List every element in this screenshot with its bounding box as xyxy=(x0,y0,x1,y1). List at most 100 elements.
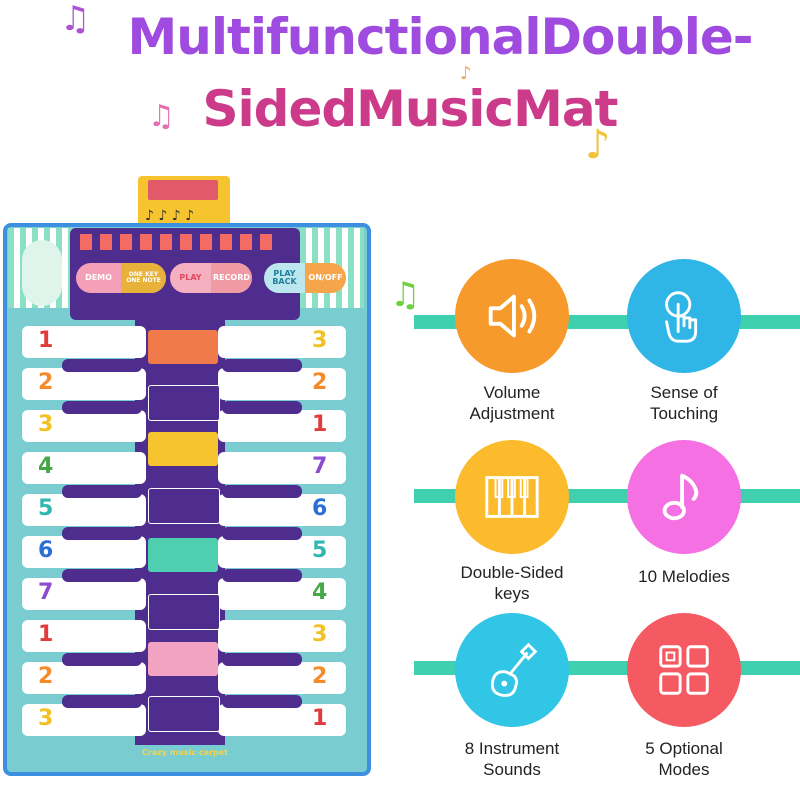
key-left[interactable] xyxy=(22,326,146,358)
key-right[interactable] xyxy=(218,704,346,736)
playback-onoff-button[interactable]: PLAY BACK ON/OFF xyxy=(264,263,346,293)
key-right[interactable] xyxy=(218,410,346,442)
key-left[interactable] xyxy=(22,452,146,484)
music-note-icon: ♫ xyxy=(148,99,175,134)
modes-label-line2: Modes xyxy=(658,760,710,779)
play-record-button[interactable]: PLAY RECORD xyxy=(170,263,252,293)
instrument-label-line2: Sounds xyxy=(483,760,541,779)
key-number: 4 xyxy=(38,454,54,479)
keys-label-line2: keys xyxy=(494,584,530,603)
speaker-panel xyxy=(22,240,62,306)
controller-screen xyxy=(148,180,218,200)
record-label: RECORD xyxy=(211,263,252,293)
key-right[interactable] xyxy=(218,452,346,484)
key-number: 3 xyxy=(312,622,328,647)
accordion-icon xyxy=(148,594,220,630)
key-left[interactable] xyxy=(22,368,146,400)
touch-hand-icon xyxy=(665,291,698,343)
key-right[interactable] xyxy=(218,494,346,526)
key-right[interactable] xyxy=(218,620,346,652)
keys-label: Double-Sided keys xyxy=(437,562,587,604)
volume-label-line1: Volume xyxy=(483,383,541,402)
play-label: PLAY xyxy=(179,273,202,282)
key-number: 2 xyxy=(38,370,54,395)
key-left[interactable] xyxy=(22,410,146,442)
key-right[interactable] xyxy=(218,326,346,358)
key-right[interactable] xyxy=(218,368,346,400)
keys-label-line1: Double-Sided xyxy=(460,563,564,582)
key-number: 7 xyxy=(38,580,54,605)
key-left[interactable] xyxy=(22,704,146,736)
flute-icon xyxy=(148,330,218,364)
on-off-label: ON/OFF xyxy=(305,263,346,293)
demo-button[interactable]: DEMO ONE KEY ONE NOTE xyxy=(76,263,166,293)
key-number: 6 xyxy=(312,496,328,521)
black-key[interactable] xyxy=(222,359,302,372)
instrument-label: 8 Instrument Sounds xyxy=(437,738,587,780)
black-key[interactable] xyxy=(222,653,302,666)
key-left[interactable] xyxy=(22,494,146,526)
key-number: 2 xyxy=(312,370,328,395)
black-key[interactable] xyxy=(222,569,302,582)
black-key[interactable] xyxy=(222,695,302,708)
black-key[interactable] xyxy=(62,527,142,540)
melodies-label-line1: 10 Melodies xyxy=(638,567,730,586)
music-note-icon: ♫ xyxy=(390,275,421,315)
key-number: 2 xyxy=(38,664,54,689)
piano-icon xyxy=(148,696,220,732)
key-number: 1 xyxy=(312,412,328,437)
key-number: 2 xyxy=(312,664,328,689)
black-key[interactable] xyxy=(222,401,302,414)
music-note-icon: ♪ ♪ ♪ ♪ xyxy=(145,208,195,224)
demo-label: DEMO xyxy=(85,273,112,282)
melodies-feature xyxy=(627,440,741,554)
title-line-1: MultifunctionalDouble- xyxy=(127,8,753,66)
key-number: 5 xyxy=(312,538,328,563)
black-key[interactable] xyxy=(222,527,302,540)
band-lights xyxy=(80,234,280,250)
key-right[interactable] xyxy=(218,578,346,610)
key-number: 1 xyxy=(312,706,328,731)
key-left[interactable] xyxy=(22,578,146,610)
touch-label: Sense of Touching xyxy=(609,382,759,424)
key-number: 3 xyxy=(38,706,54,731)
xylophone-icon xyxy=(148,488,220,524)
touch-label-line1: Sense of xyxy=(650,383,718,402)
key-left[interactable] xyxy=(22,536,146,568)
speaker-icon xyxy=(488,294,537,338)
piano-keys-icon xyxy=(485,476,539,518)
volume-label-line2: Adjustment xyxy=(469,404,555,423)
black-key[interactable] xyxy=(62,569,142,582)
music-note-icon: ♫ xyxy=(60,0,91,39)
black-key[interactable] xyxy=(62,401,142,414)
key-right[interactable] xyxy=(218,662,346,694)
grid-modes-icon xyxy=(659,645,709,695)
key-left[interactable] xyxy=(22,620,146,652)
volume-label: Volume Adjustment xyxy=(437,382,587,424)
music-note-icon: ♪ xyxy=(460,63,472,84)
modes-feature xyxy=(627,613,741,727)
modes-label: 5 Optional Modes xyxy=(609,738,759,780)
key-number: 7 xyxy=(312,454,328,479)
black-key[interactable] xyxy=(222,485,302,498)
instrument-feature xyxy=(455,613,569,727)
key-number: 1 xyxy=(38,328,54,353)
guitar-icon xyxy=(148,385,220,421)
mat-footer-text: Crazy music carpet xyxy=(142,748,228,757)
trumpet-icon xyxy=(148,538,218,572)
touch-feature xyxy=(627,259,741,373)
black-key[interactable] xyxy=(62,359,142,372)
key-number: 5 xyxy=(38,496,54,521)
key-right[interactable] xyxy=(218,536,346,568)
modes-label-line1: 5 Optional xyxy=(645,739,723,758)
keys-feature xyxy=(455,440,569,554)
key-left[interactable] xyxy=(22,662,146,694)
key-number: 1 xyxy=(38,622,54,647)
black-key[interactable] xyxy=(62,653,142,666)
key-number: 4 xyxy=(312,580,328,605)
melodies-label: 10 Melodies xyxy=(609,566,759,587)
music-note-icon: ♪ xyxy=(585,122,611,168)
key-number: 3 xyxy=(312,328,328,353)
black-key[interactable] xyxy=(62,695,142,708)
black-key[interactable] xyxy=(62,485,142,498)
